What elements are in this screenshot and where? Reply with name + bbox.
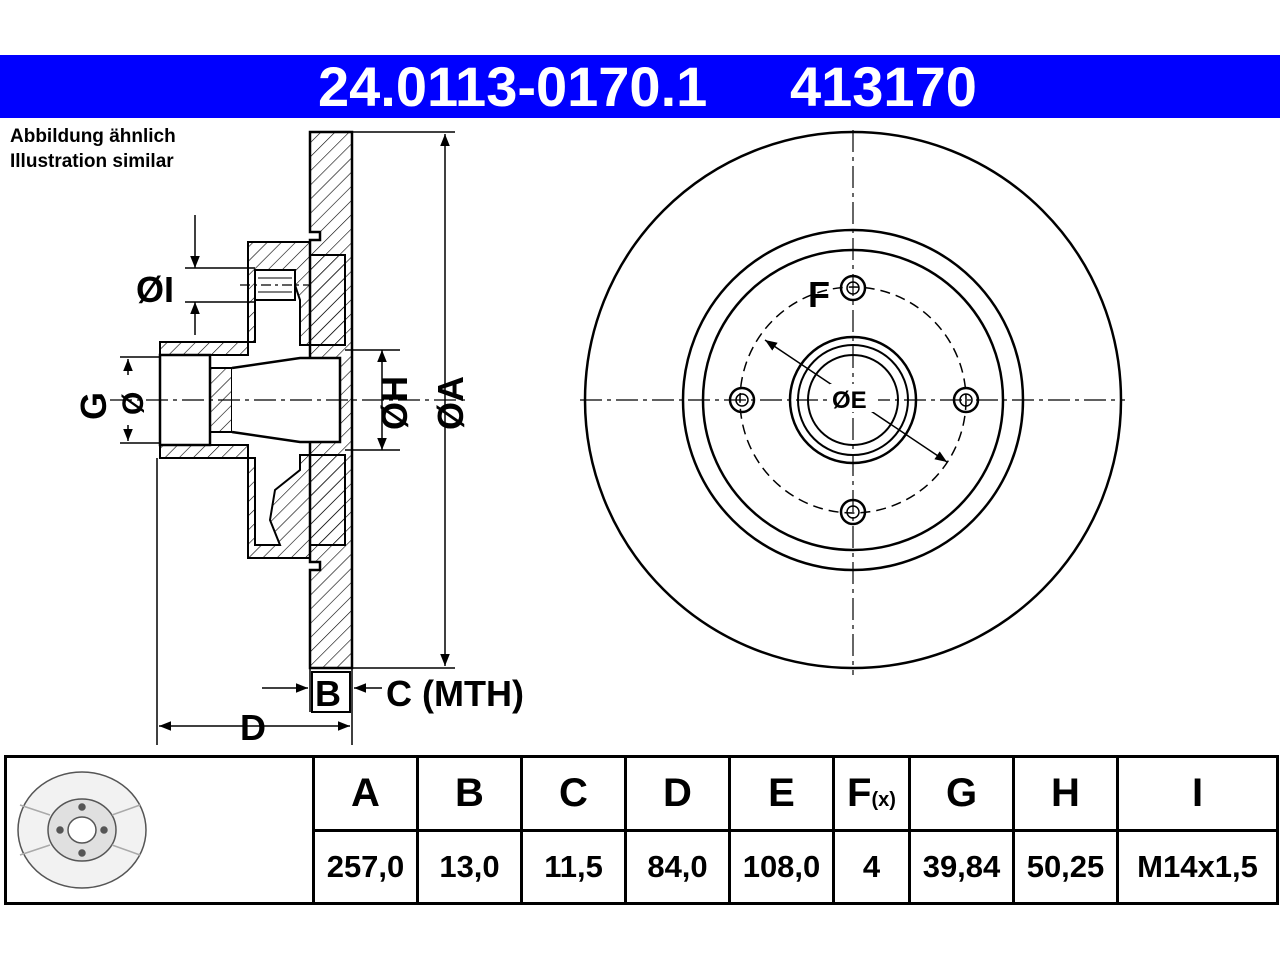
side-section-view xyxy=(110,130,470,670)
label-d: D xyxy=(240,707,266,748)
value-a: 257,0 xyxy=(312,828,419,905)
side-dimensions xyxy=(120,131,455,745)
spec-header-row: A B C D E F(x) G H I xyxy=(4,755,1279,905)
specification-table: A B C D E F(x) G H I 257,0 13,0 11,5 84,… xyxy=(4,755,1279,905)
header-f: F(x) xyxy=(832,755,911,832)
header-g: G xyxy=(908,755,1015,832)
value-g: 39,84 xyxy=(908,828,1015,905)
value-c: 11,5 xyxy=(520,828,627,905)
label-b: B xyxy=(315,673,341,714)
label-dia-h: ØH xyxy=(374,376,415,430)
value-b: 13,0 xyxy=(416,828,523,905)
part-number: 24.0113-0170.1 xyxy=(318,55,708,118)
header-c: C xyxy=(520,755,627,832)
value-e: 108,0 xyxy=(728,828,835,905)
header-e: E xyxy=(728,755,835,832)
label-g: G xyxy=(73,392,114,420)
thumbnail-cell xyxy=(4,755,315,905)
label-b-box xyxy=(311,671,351,713)
label-dia-g: Ø xyxy=(117,392,150,415)
label-c-mth: C (MTH) xyxy=(386,673,524,714)
header-i: I xyxy=(1116,755,1279,832)
header-d: D xyxy=(624,755,731,832)
header-a: A xyxy=(312,755,419,832)
label-e-bg xyxy=(830,384,878,412)
note-german: Abbildung ähnlich xyxy=(10,126,176,147)
note-english: Illustration similar xyxy=(10,151,174,172)
reference-number: 413170 xyxy=(790,55,977,118)
label-dia-a: ØA xyxy=(430,376,471,430)
illustration-note: Abbildung ähnlich Illustration similar xyxy=(10,124,176,174)
header-h: H xyxy=(1012,755,1119,832)
value-f: 4 xyxy=(832,828,911,905)
header-b: B xyxy=(416,755,523,832)
label-dia-i: ØI xyxy=(136,269,174,310)
header-f-letter: F xyxy=(847,770,872,815)
spec-value-row: 257,0 13,0 11,5 84,0 108,0 4 39,84 50,25… xyxy=(6,828,1279,905)
header-banner: 24.0113-0170.1 413170 xyxy=(0,55,1280,118)
label-dia-e: ØE xyxy=(832,387,867,414)
header-f-suffix: (x) xyxy=(871,788,896,811)
label-f: F xyxy=(808,274,830,315)
value-h: 50,25 xyxy=(1012,828,1119,905)
value-d: 84,0 xyxy=(624,828,731,905)
value-i: M14x1,5 xyxy=(1116,828,1279,905)
